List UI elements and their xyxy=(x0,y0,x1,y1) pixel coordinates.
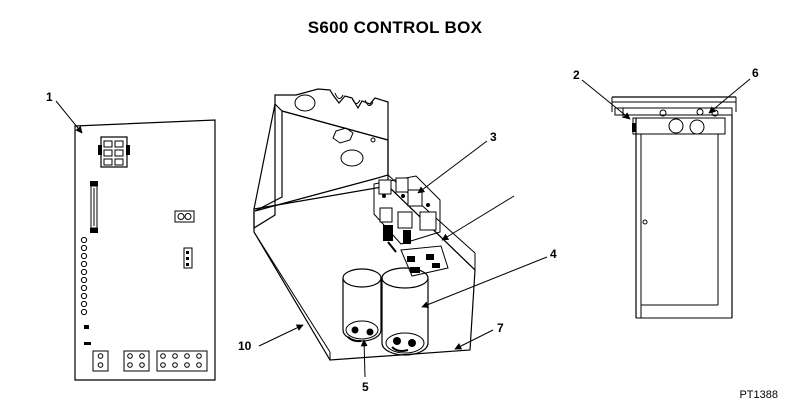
callout-1: 1 xyxy=(46,90,53,104)
contactor xyxy=(373,175,441,253)
board-jumper xyxy=(174,210,195,223)
start-capacitor xyxy=(342,268,382,343)
board-terminal-block-2 xyxy=(92,350,109,372)
callout-2: 2 xyxy=(573,68,580,82)
figure-reference-code: PT1388 xyxy=(739,389,778,401)
control-box-enclosure xyxy=(253,88,476,361)
callout-7: 7 xyxy=(497,321,504,335)
callout-4: 4 xyxy=(550,247,557,261)
board-pin-header xyxy=(183,247,193,269)
board-connector xyxy=(98,136,130,168)
diagram-title: S600 CONTROL BOX xyxy=(307,18,483,37)
run-capacitor xyxy=(381,267,429,356)
terminal-strip xyxy=(400,245,449,277)
callout-6: 6 xyxy=(752,66,759,80)
board-terminal-block-8 xyxy=(156,350,208,372)
callout-3: 3 xyxy=(490,130,497,144)
control-board xyxy=(74,119,216,381)
leader-lines xyxy=(55,78,751,378)
board-led-column xyxy=(80,236,88,316)
callout-5: 5 xyxy=(362,380,369,394)
callout-10: 10 xyxy=(238,339,252,353)
board-terminal-block-4 xyxy=(123,350,150,372)
board-fuse xyxy=(90,181,98,233)
side-view-assembly xyxy=(611,96,737,319)
